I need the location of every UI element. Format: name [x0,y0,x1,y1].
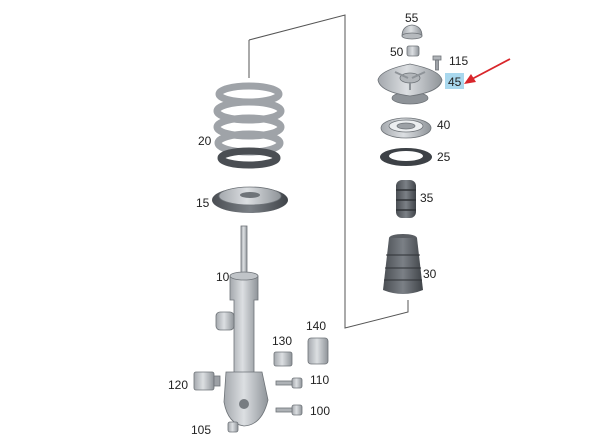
bump-stop-35 [396,180,416,218]
bolt-100 [275,404,303,416]
part-label-140[interactable]: 140 [306,319,326,333]
part-label-35[interactable]: 35 [420,191,434,205]
nut-50 [406,45,420,57]
part-label-15[interactable]: 15 [196,196,210,210]
bolt-115 [432,55,442,71]
strut-10 [215,225,269,427]
part-label-40[interactable]: 40 [437,118,451,132]
part-label-50[interactable]: 50 [390,45,404,59]
highlight-box-45 [445,73,464,89]
part-label-25[interactable]: 25 [437,150,451,164]
bolt-110 [275,377,303,389]
bracket-130 [273,351,293,367]
coil-spring-20 [213,82,285,169]
part-label-45[interactable]: 45 [448,75,462,89]
spring-seat-15 [212,186,288,213]
bracket-140 [307,337,329,365]
part-label-120[interactable]: 120 [168,378,188,392]
part-label-10[interactable]: 10 [216,270,230,284]
cap-55 [401,24,423,40]
pointer-arrow [464,58,511,84]
leader-bracket [248,14,409,329]
part-label-100[interactable]: 100 [310,404,330,418]
part-label-30[interactable]: 30 [423,267,437,281]
dust-boot-30 [383,234,423,294]
part-label-130[interactable]: 130 [272,334,292,348]
strut-mount-45 [377,63,443,105]
part-label-20[interactable]: 20 [198,134,212,148]
nut-105 [227,421,239,433]
part-label-105[interactable]: 105 [191,423,211,437]
ring-25 [380,148,432,166]
bracket-120 [193,371,221,391]
bearing-40 [380,117,432,139]
part-label-115[interactable]: 115 [449,54,468,68]
part-label-110[interactable]: 110 [310,373,329,387]
part-label-55[interactable]: 55 [405,11,419,25]
